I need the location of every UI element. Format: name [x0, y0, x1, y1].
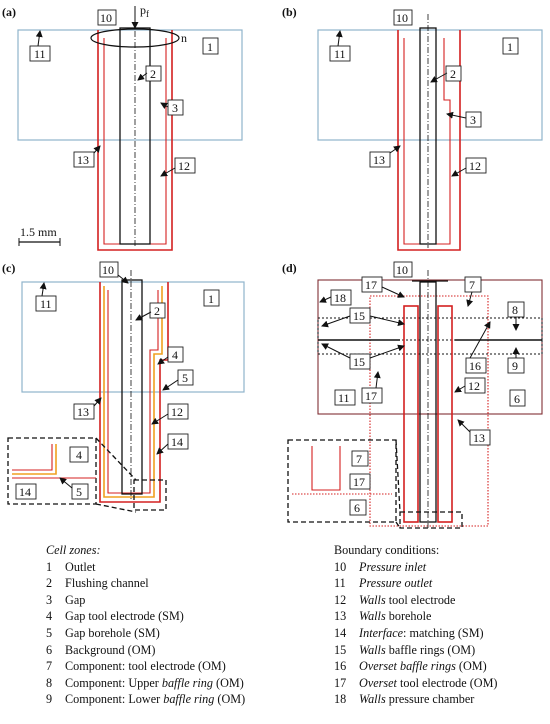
rotation-symbol: n — [181, 31, 187, 45]
panel-label-d: (d) — [282, 261, 297, 275]
list-item: 7 Component: tool electrode (OM) — [46, 659, 226, 674]
callout-9: 9 — [512, 359, 518, 373]
zoom-inset — [287, 439, 397, 523]
list-item: 15 Walls baffle rings (OM) — [334, 642, 476, 657]
list-item: 17 Overset tool electrode (OM) — [334, 675, 498, 690]
callout-16: 16 — [469, 359, 481, 373]
schematic-figure: (a) pf n 1.5 mm 10 11 1 2 3 13 12 (b) — [2, 3, 543, 529]
list-item: 5 Gap borehole (SM) — [46, 625, 160, 640]
list-item: 11 Pressure outlet — [334, 576, 433, 591]
callout-17: 17 — [365, 278, 377, 292]
callout-1: 1 — [208, 292, 214, 306]
callout-10: 10 — [102, 263, 114, 277]
callout-12: 12 — [178, 159, 190, 173]
boundary-conditions-legend: Boundary conditions: 10 Pressure inlet 1… — [334, 542, 497, 708]
boundary-conditions-title: Boundary conditions: — [334, 543, 440, 557]
callout-14: 14 — [171, 435, 183, 449]
tool-wall-right — [437, 305, 453, 523]
panel-c: (c) 4 14 5 10 11 1 2 4 5 13 12 14 — [2, 261, 245, 513]
tool-electrode — [121, 279, 143, 495]
scale-label: 1.5 mm — [20, 225, 57, 239]
callout-14: 14 — [19, 485, 31, 499]
callout-2: 2 — [154, 304, 160, 318]
callout-17: 17 — [365, 389, 377, 403]
rotation-ellipse — [90, 28, 180, 48]
outlet-domain — [317, 29, 543, 141]
outlet-domain — [17, 29, 243, 141]
panel-b: (b) 10 11 1 2 3 13 12 — [282, 5, 543, 251]
panel-label-b: (b) — [282, 5, 297, 19]
outlet-domain — [21, 281, 245, 393]
list-item: 8 Component: Upper baffle ring (OM) — [46, 675, 244, 690]
list-item: 18 Walls pressure chamber — [334, 692, 475, 707]
cell-zones-legend: Cell zones: 1 Outlet 2 Flushing channel … — [46, 542, 245, 708]
callout-2: 2 — [150, 67, 156, 81]
list-item: 12 Walls tool electrode — [334, 592, 456, 607]
list-item: 6 Background (OM) — [46, 642, 156, 657]
zoom-inset — [7, 437, 97, 505]
callout-12: 12 — [171, 405, 183, 419]
callout-11: 11 — [334, 47, 346, 61]
list-item: 14 Interface: matching (SM) — [334, 625, 484, 640]
callout-5: 5 — [182, 371, 188, 385]
callout-11: 11 — [34, 47, 46, 61]
list-item: 13 Walls borehole — [334, 609, 432, 624]
panel-d: (d) 7 17 6 10 17 7 18 15 — [282, 261, 543, 529]
callout-5: 5 — [76, 485, 82, 499]
callout-4: 4 — [172, 348, 178, 362]
list-item: 2 Flushing channel — [46, 576, 149, 591]
panel-label-c: (c) — [2, 261, 15, 275]
callout-1: 1 — [207, 40, 213, 54]
tool-wall — [107, 290, 159, 494]
callout-13: 13 — [77, 153, 89, 167]
panel-a: (a) pf n 1.5 mm 10 11 1 2 3 13 12 — [2, 3, 243, 251]
callout-11: 11 — [40, 297, 52, 311]
interface-matching — [103, 286, 163, 498]
callout-1: 1 — [507, 40, 513, 54]
callout-12: 12 — [469, 159, 481, 173]
panel-label-a: (a) — [2, 5, 16, 19]
lower-baffle-ring — [317, 339, 543, 355]
callout-12: 12 — [468, 379, 480, 393]
overset-tool-electrode — [369, 295, 489, 527]
callout-4: 4 — [76, 448, 82, 462]
callout-13: 13 — [77, 405, 89, 419]
callout-18: 18 — [334, 291, 346, 305]
callout-13: 13 — [473, 431, 485, 445]
callout-11: 11 — [338, 391, 350, 405]
callout-6: 6 — [354, 501, 360, 515]
borehole-wall-outer — [97, 30, 173, 251]
callout-2: 2 — [450, 67, 456, 81]
tool-wall-left — [403, 305, 419, 523]
list-item: 3 Gap — [46, 592, 86, 607]
callout-3: 3 — [172, 101, 178, 115]
callout-15: 15 — [353, 309, 365, 323]
callout-8: 8 — [512, 303, 518, 317]
callout-13: 13 — [373, 153, 385, 167]
callout-17: 17 — [353, 475, 365, 489]
cell-zones-title: Cell zones: — [46, 543, 101, 557]
callout-3: 3 — [470, 113, 476, 127]
zoom-source-box — [399, 511, 463, 529]
pressure-symbol: pf — [140, 3, 149, 19]
list-item: 16 Overset baffle rings (OM) — [334, 659, 487, 674]
callout-10: 10 — [396, 11, 408, 25]
zoom-source-box — [133, 479, 167, 511]
borehole-wall-outer — [397, 30, 461, 251]
callout-15: 15 — [353, 355, 365, 369]
callout-10: 10 — [100, 11, 112, 25]
callout-7: 7 — [469, 278, 475, 292]
list-item: 9 Component: Lower baffle ring (OM) — [46, 692, 246, 707]
borehole-wall-inner — [403, 38, 451, 245]
callout-7: 7 — [356, 452, 362, 466]
list-item: 1 Outlet — [46, 559, 96, 574]
callout-10: 10 — [396, 263, 408, 277]
list-item: 4 Gap tool electrode (SM) — [46, 609, 184, 624]
callout-6: 6 — [514, 392, 520, 406]
list-item: 10 Pressure inlet — [334, 559, 427, 574]
